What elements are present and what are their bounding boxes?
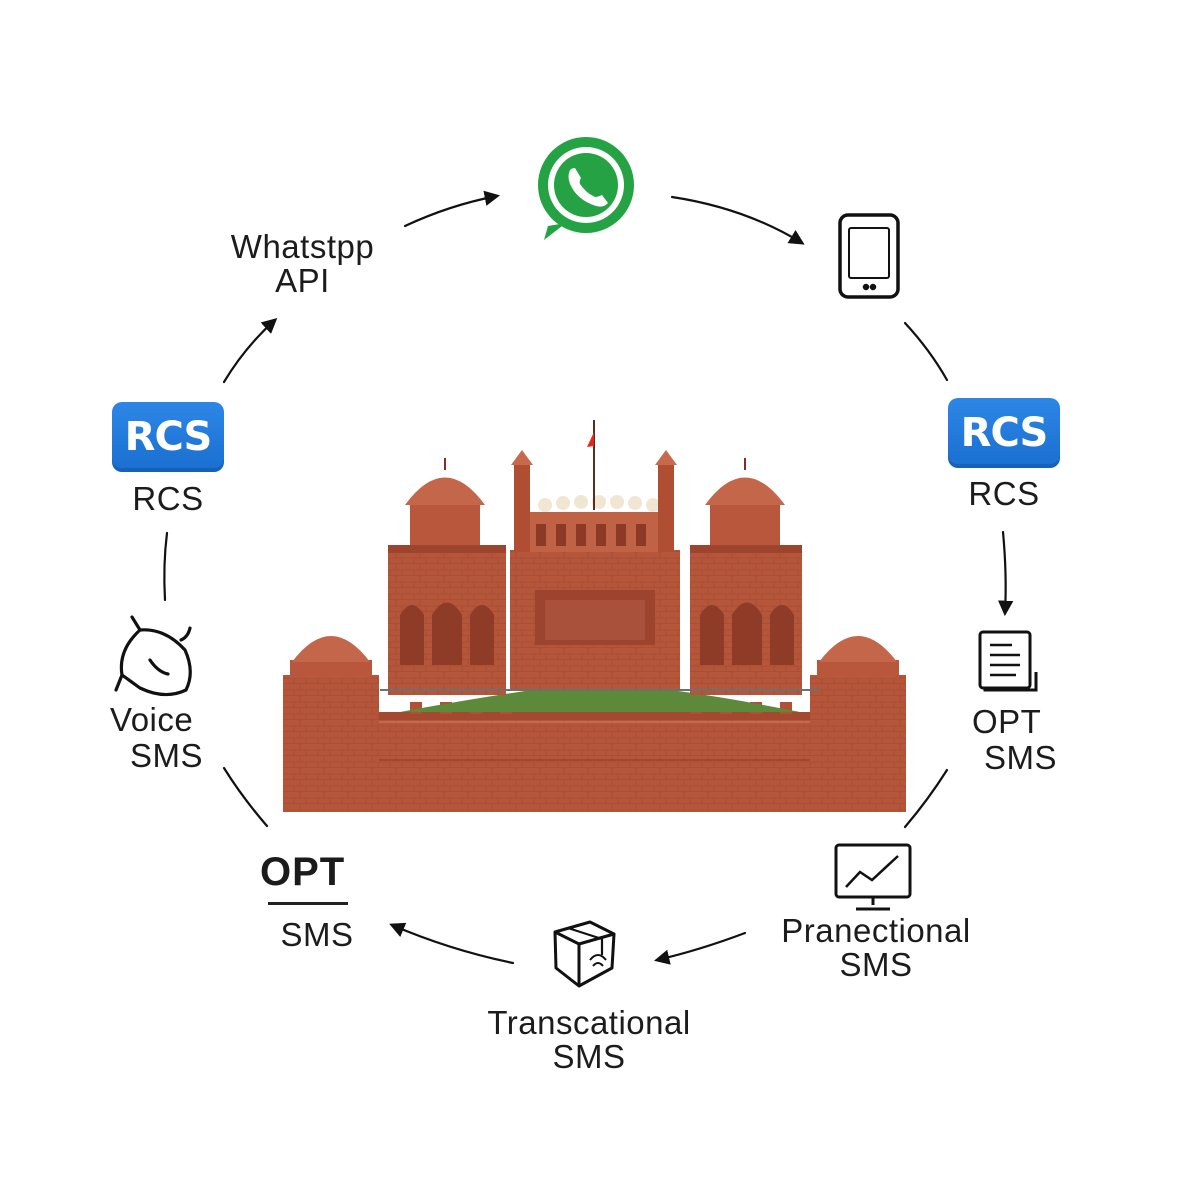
arrow-whatsapp-to-mobile [670, 195, 805, 245]
promotional-sms-line2: SMS [839, 946, 913, 983]
transactional-sms-label: Transcational SMS [466, 1006, 712, 1074]
connector-arcs [163, 190, 1014, 965]
package-box-icon [553, 920, 616, 988]
rcs-left-label: RCS [132, 480, 204, 517]
monitor-chart-icon [834, 843, 912, 911]
arrow-rcs-right-to-opt-sms [997, 530, 1014, 617]
transactional-sms-line2: SMS [552, 1038, 626, 1075]
whatsapp-api-line2: API [275, 262, 330, 299]
arrow-whatsapp-api-to-whatsapp [403, 190, 501, 228]
red-fort-illustration [283, 420, 906, 812]
document-icon [978, 630, 1038, 692]
whatsapp-icon [538, 137, 634, 240]
voice-sms-line2: SMS [130, 737, 204, 774]
rcs-left-badge: RCS [112, 402, 224, 472]
opt-sms-left-label: SMS [280, 916, 354, 953]
speaker-bell-icon [114, 615, 192, 697]
rcs-right-label: RCS [968, 475, 1040, 512]
opt-sms-right-label: OPT SMS [960, 705, 1070, 775]
smartphone-icon [838, 213, 900, 299]
opt-sms-left-title: OPT [260, 850, 346, 894]
arrow-transactional-to-opt-left [389, 922, 515, 965]
opt-sms-right-line1: OPT [972, 703, 1042, 740]
arc-voice-to-rcs-left [163, 531, 169, 602]
rcs-right-badge: RCS [948, 398, 1060, 468]
transactional-sms-line1: Transcational [487, 1004, 691, 1041]
promotional-sms-label: Pranectional SMS [760, 914, 992, 982]
arc-opt-sms-to-promotional [903, 768, 949, 829]
voice-sms-line1: Voice [110, 701, 194, 738]
promotional-sms-line1: Pranectional [781, 912, 971, 949]
opt-sms-left-underline [268, 902, 348, 905]
arc-mobile-to-rcs-right [903, 321, 949, 382]
whatsapp-api-line1: Whatstpp [230, 228, 375, 265]
arrow-promotional-to-transactional [654, 931, 747, 965]
opt-sms-right-line2: SMS [984, 739, 1058, 776]
arc-opt-left-to-voice [222, 766, 269, 828]
arrow-rcs-left-to-whatsapp-api [222, 317, 278, 384]
whatsapp-api-label: Whatstpp API [200, 230, 405, 298]
voice-sms-label: Voice SMS [100, 703, 225, 773]
